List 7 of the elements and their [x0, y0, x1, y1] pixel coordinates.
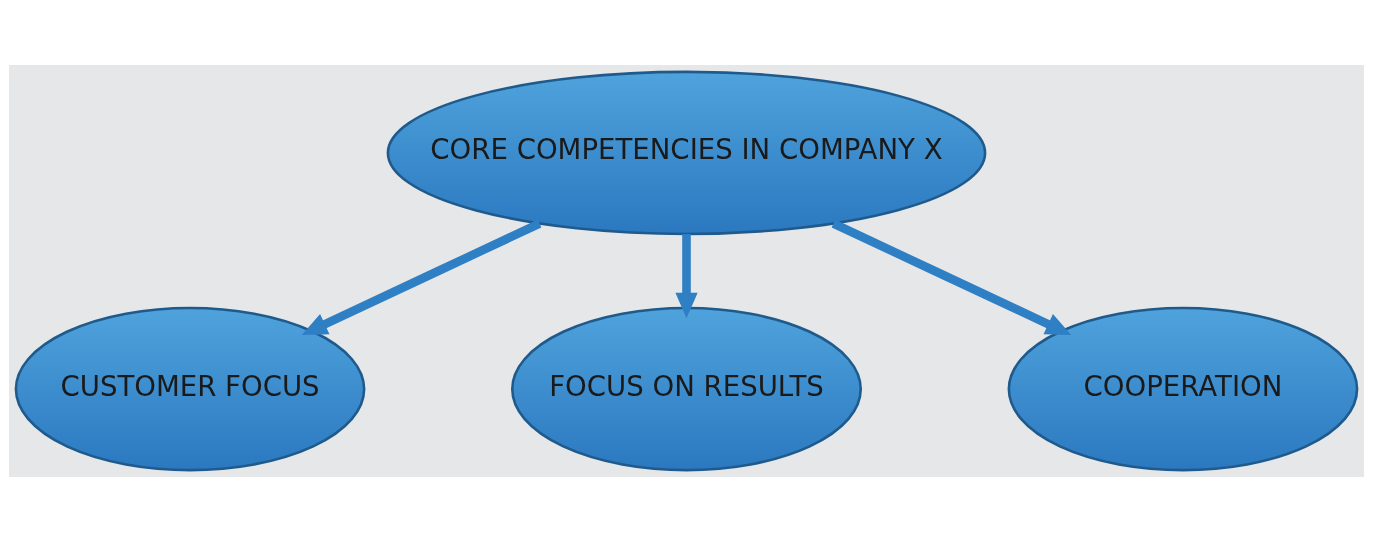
arrow — [675, 234, 698, 319]
arrow — [831, 219, 1072, 335]
arrow — [301, 219, 542, 335]
node-ellipse: FOCUS ON RESULTS — [510, 306, 863, 472]
node-ellipse: CORE COMPETENCIES IN COMPANY X — [386, 70, 987, 236]
node-ellipse: CUSTOMER FOCUS — [14, 306, 366, 472]
node-ellipse: COOPERATION — [1007, 306, 1359, 472]
